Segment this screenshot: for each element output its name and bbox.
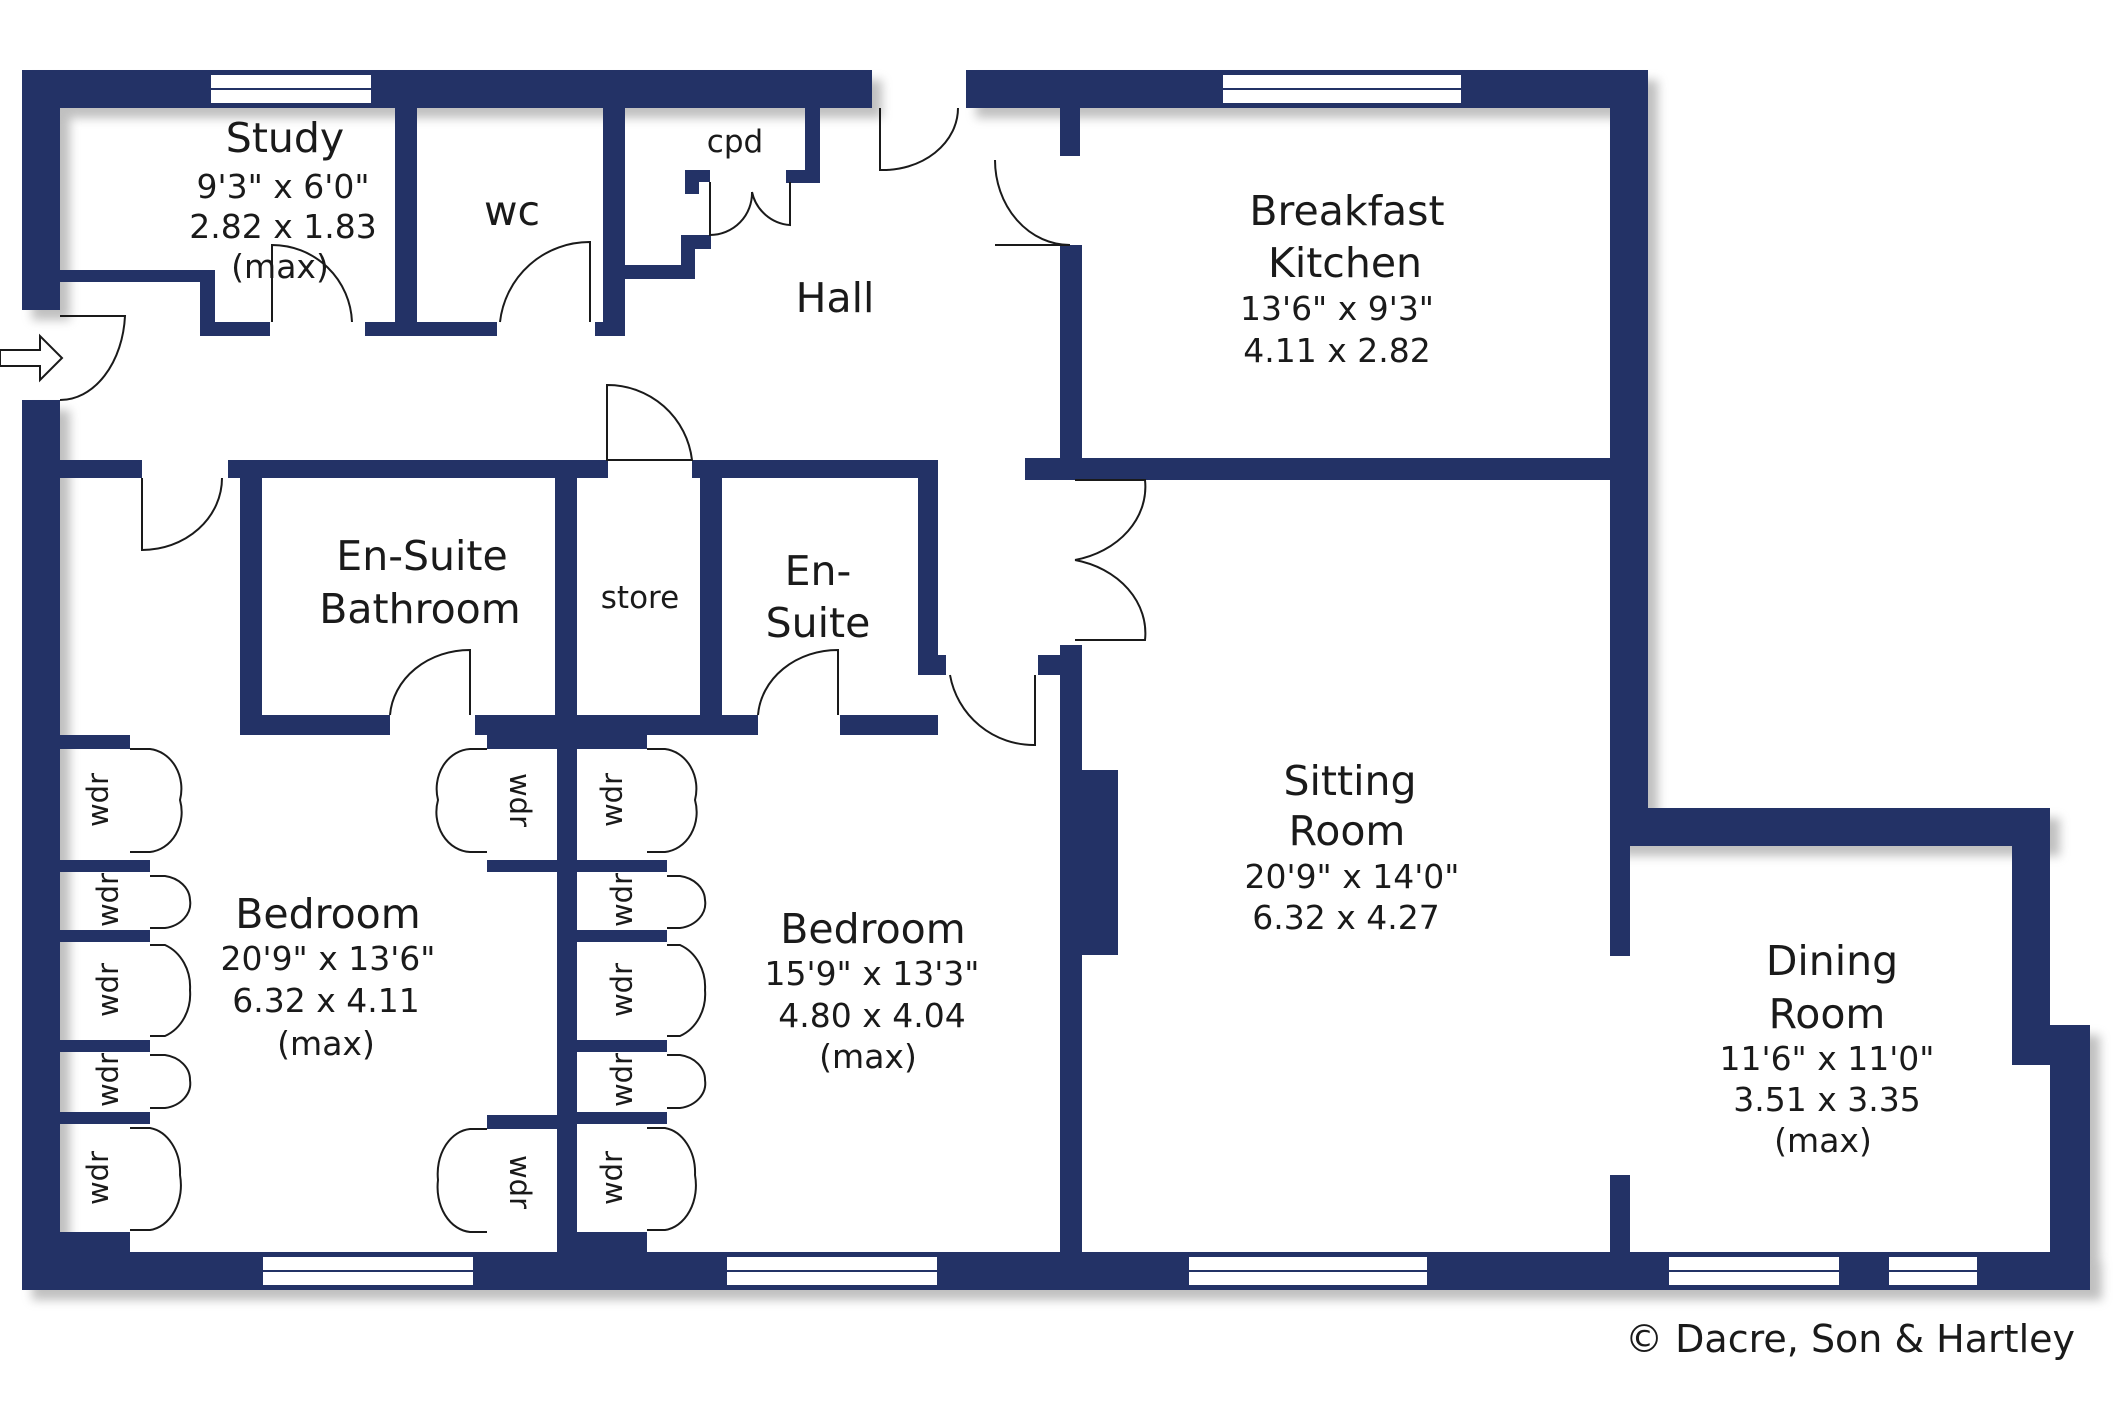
window-kitchen [1221,73,1463,105]
window-dining-2 [1887,1255,1979,1287]
wardrobe-label: wdr [503,773,537,827]
bedroom1-imperial: 20'9" x 13'6" [221,939,436,978]
door-ensuite-bath [389,648,471,716]
wardrobe-label: wdr [91,873,125,927]
door-cpd [709,182,791,237]
wardrobe-label: wdr [605,1053,639,1107]
entrance-arrow-icon [0,333,64,383]
store-name: store [601,580,679,616]
wardrobe-label: wdr [605,963,639,1017]
ensuite-bathroom-name-2: Bathroom [319,585,520,633]
door-hall-main [879,107,959,172]
sitting-name-1: Sitting [1284,757,1417,805]
ensuite-bathroom-name-1: En-Suite [336,532,507,580]
wardrobe-label: wdr [91,963,125,1017]
sitting-metric: 6.32 x 4.27 [1252,898,1439,937]
dining-name-1: Dining [1766,937,1898,985]
cpd-name: cpd [707,124,763,160]
window-bedroom2 [725,1255,939,1287]
study-note: (max) [231,247,329,286]
window-bedroom1 [261,1255,475,1287]
wardrobe-doors [130,748,707,1233]
door-sitting-2 [1074,559,1147,641]
bedroom2-imperial: 15'9" x 13'3" [765,954,980,993]
wardrobe-labels: wdr wdr wdr wdr wdr wdr wdr wdr wdr wdr … [81,773,639,1209]
sitting-name-2: Room [1289,807,1406,855]
dining-name-2: Room [1769,990,1886,1038]
hall-name: Hall [796,274,875,322]
wardrobe-label: wdr [595,773,629,827]
bedroom1-metric: 6.32 x 4.11 [232,981,419,1020]
door-ensuite [757,648,839,716]
wardrobe-label: wdr [605,873,639,927]
wardrobe-label: wdr [91,1053,125,1107]
wardrobe-label: wdr [81,1151,115,1205]
bedroom2-metric: 4.80 x 4.04 [778,996,965,1035]
kitchen-imperial: 13'6" x 9'3" [1240,289,1434,328]
windows [209,73,1979,1287]
wardrobe-label: wdr [503,1155,537,1209]
dining-metric: 3.51 x 3.35 [1733,1080,1920,1119]
wardrobe-label: wdr [81,773,115,827]
bedroom1-note: (max) [277,1024,375,1063]
door-sitting-1 [1074,479,1147,561]
window-study [209,73,373,105]
door-study [271,243,353,323]
bedroom2-note: (max) [819,1037,917,1076]
window-sitting [1187,1255,1429,1287]
ensuite-name-1: En- [785,547,852,595]
door-bedroom2 [949,674,1036,747]
bedroom2-name: Bedroom [780,905,965,953]
ensuite-name-2: Suite [766,599,871,647]
door-kitchen [994,159,1071,246]
door-store-hall [606,383,694,461]
copyright-text: © Dacre, Son & Hartley [1625,1317,2075,1361]
door-swings [59,107,1147,747]
study-imperial: 9'3" x 6'0" [197,167,370,206]
dining-note: (max) [1774,1121,1872,1160]
room-labels: Study 9'3" x 6'0" 2.82 x 1.83 (max) wc c… [189,114,1934,1160]
window-dining-1 [1667,1255,1841,1287]
study-name: Study [226,114,344,162]
kitchen-metric: 4.11 x 2.82 [1243,331,1430,370]
wardrobe-label: wdr [595,1151,629,1205]
bedroom1-name: Bedroom [235,890,420,938]
kitchen-name-1: Breakfast [1249,187,1444,235]
door-wc [499,240,591,323]
study-metric: 2.82 x 1.83 [189,207,376,246]
door-bedroom1 [141,477,223,552]
door-entrance [59,315,127,402]
kitchen-name-2: Kitchen [1268,239,1422,287]
sitting-imperial: 20'9" x 14'0" [1245,857,1460,896]
wc-name: wc [484,187,540,235]
dining-imperial: 11'6" x 11'0" [1720,1039,1935,1078]
